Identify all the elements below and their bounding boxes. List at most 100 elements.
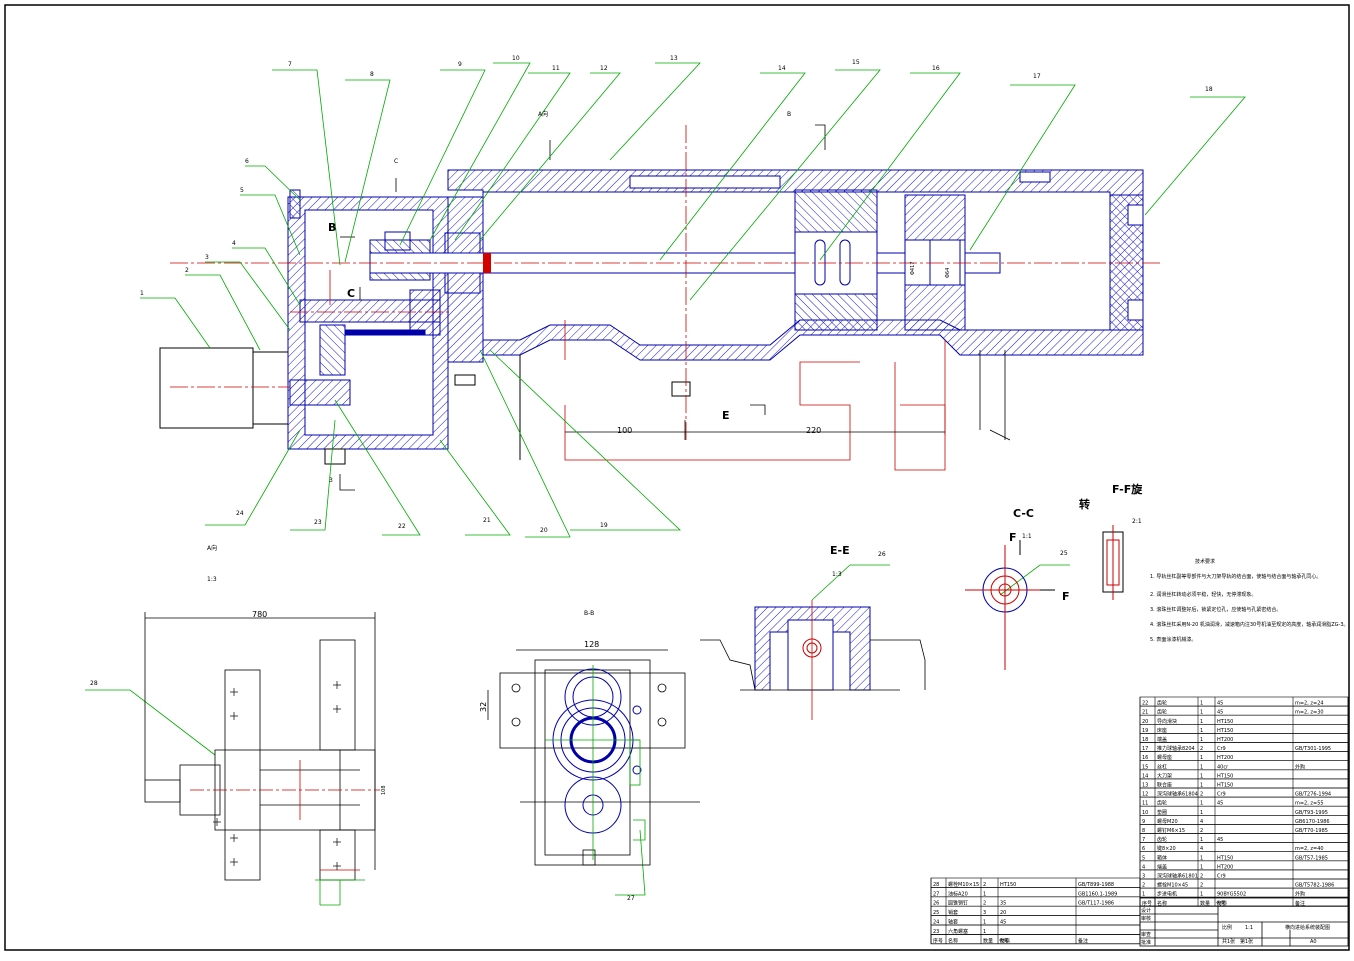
parts-cell-mat: HT150 [1000, 882, 1016, 888]
tb-drawn: 审查 [1141, 931, 1151, 938]
balloon-15: 15 [852, 59, 860, 66]
parts-cell-qty: 2 [1200, 746, 1203, 752]
parts-cell-qty: 1 [1200, 701, 1203, 707]
parts-cell-mat: 45 [1217, 837, 1223, 843]
parts-cell-no: 7 [1142, 837, 1145, 843]
label-c-top: C [394, 158, 398, 165]
parts-cell-mat: HT150 [1217, 783, 1233, 789]
parts-cell-qty: 1 [1200, 801, 1203, 807]
parts-cell-mat: HT150 [1217, 719, 1233, 725]
parts-cell-note: GB6170-1986 [1295, 819, 1330, 825]
dim-phi64: Φ64 [945, 268, 951, 278]
parts-cell-no: 26 [933, 901, 939, 907]
dim-220: 220 [806, 426, 821, 435]
parts-cell-name: 床座 [1157, 727, 1167, 734]
tb-scale: 1:1 [1245, 925, 1253, 931]
label-rot: 转 [1079, 497, 1090, 511]
parts-cell-note: m=2, z=24 [1295, 701, 1324, 707]
parts-cell-note: GB/T276-1994 [1295, 792, 1331, 798]
balloon-16: 16 [932, 65, 940, 72]
parts-cell-no: 5 [1142, 855, 1145, 861]
parts-cell-no: 1 [1142, 892, 1145, 898]
parts-cell-mat: 35 [1000, 901, 1006, 907]
stepper-motor [159, 347, 254, 429]
parts-cell-name: 深沟球轴承61804 [1157, 791, 1198, 798]
balloon-26: 26 [878, 551, 886, 558]
balloon-10: 10 [512, 55, 520, 62]
label-ff-scale: 2:1 [1132, 518, 1142, 525]
parts-cell-note: GB/T5782-1986 [1295, 883, 1334, 889]
parts-cell-qty: 2 [1200, 874, 1203, 880]
dim-100: 100 [617, 426, 632, 435]
b-b-view: B-B 128 32 [479, 610, 700, 866]
parts-cell-no: 13 [1142, 783, 1148, 789]
dim-128: 128 [584, 640, 599, 649]
parts-cell-note: GB/T70-1985 [1295, 828, 1328, 834]
label-three: 3 [329, 477, 333, 484]
main-section-view [159, 169, 1144, 465]
balloon-27: 27 [627, 895, 635, 902]
parts-cell-no: 12 [1142, 792, 1148, 798]
parts-cell-qty: 2 [983, 882, 986, 888]
parts-cell-name: 箱体 [1157, 854, 1167, 861]
parts-cell-name: 轴套 [948, 919, 958, 926]
parts-cell-note: GB/T57-1985 [1295, 855, 1328, 861]
balloon-8: 8 [370, 71, 374, 78]
balloon-9: 9 [458, 61, 462, 68]
tb-sheet: 第1张 [1240, 938, 1253, 945]
parts-cell-no: 3 [1142, 874, 1145, 880]
parts-cell-qty: 1 [1200, 810, 1203, 816]
parts-cell-mat: HT200 [1217, 737, 1233, 743]
parts-cell-qty: 1 [1200, 837, 1203, 843]
balloon-4: 4 [232, 240, 236, 247]
balloon-6: 6 [245, 158, 249, 165]
parts-header-cell: 序号 [1142, 900, 1152, 907]
balloon-22: 22 [398, 523, 406, 530]
parts-cell-note: GB1160.1-1989 [1078, 891, 1117, 897]
parts-header-cell: 名称 [948, 937, 958, 944]
label-f-f: F-F旋 [1112, 482, 1143, 496]
tb-approve: 批准 [1141, 939, 1151, 946]
e-e-view: E-E 1:3 [700, 544, 926, 720]
parts-cell-no: 14 [1142, 773, 1148, 779]
parts-cell-no: 23 [933, 929, 939, 935]
balloon-12: 12 [600, 65, 608, 72]
tb-sheets: 共1张 [1222, 938, 1235, 945]
parts-cell-name: 丝杠 [1157, 763, 1167, 770]
balloon-21: 21 [483, 517, 491, 524]
parts-header-cell: 材料 [1217, 900, 1227, 907]
parts-cell-no: 24 [933, 920, 939, 926]
parts-cell-name: 大刀架 [1157, 772, 1172, 779]
parts-cell-qty: 1 [1200, 737, 1203, 743]
parts-cell-name: 推力球轴承8204 [1157, 745, 1195, 752]
parts-header: 序号名称数量代号材料备注 [930, 934, 1141, 944]
balloon-28: 28 [90, 680, 98, 687]
parts-cell-no: 27 [933, 891, 939, 897]
parts-cell-mat: HT150 [1217, 855, 1233, 861]
tech-item-5: 5. 表面涂漆机械漆。 [1150, 636, 1196, 643]
parts-cell-no: 17 [1142, 746, 1148, 752]
parts-cell-name: 步进电机 [1157, 891, 1177, 898]
technical-requirements: 技术要求 1. 导轨丝杠副等零部件与大刀架导轨的结合面，使轴与结合面与轴承孔同心… [1150, 558, 1349, 643]
parts-cell-no: 6 [1142, 846, 1145, 852]
label-b-top: B [787, 111, 791, 118]
parts-cell-no: 8 [1142, 828, 1145, 834]
parts-cell-note: m=2, z=30 [1295, 710, 1324, 716]
parts-cell-name: 端盖 [1157, 736, 1167, 743]
parts-header-cell: 序号 [933, 937, 943, 944]
parts-cell-qty: 1 [1200, 892, 1203, 898]
